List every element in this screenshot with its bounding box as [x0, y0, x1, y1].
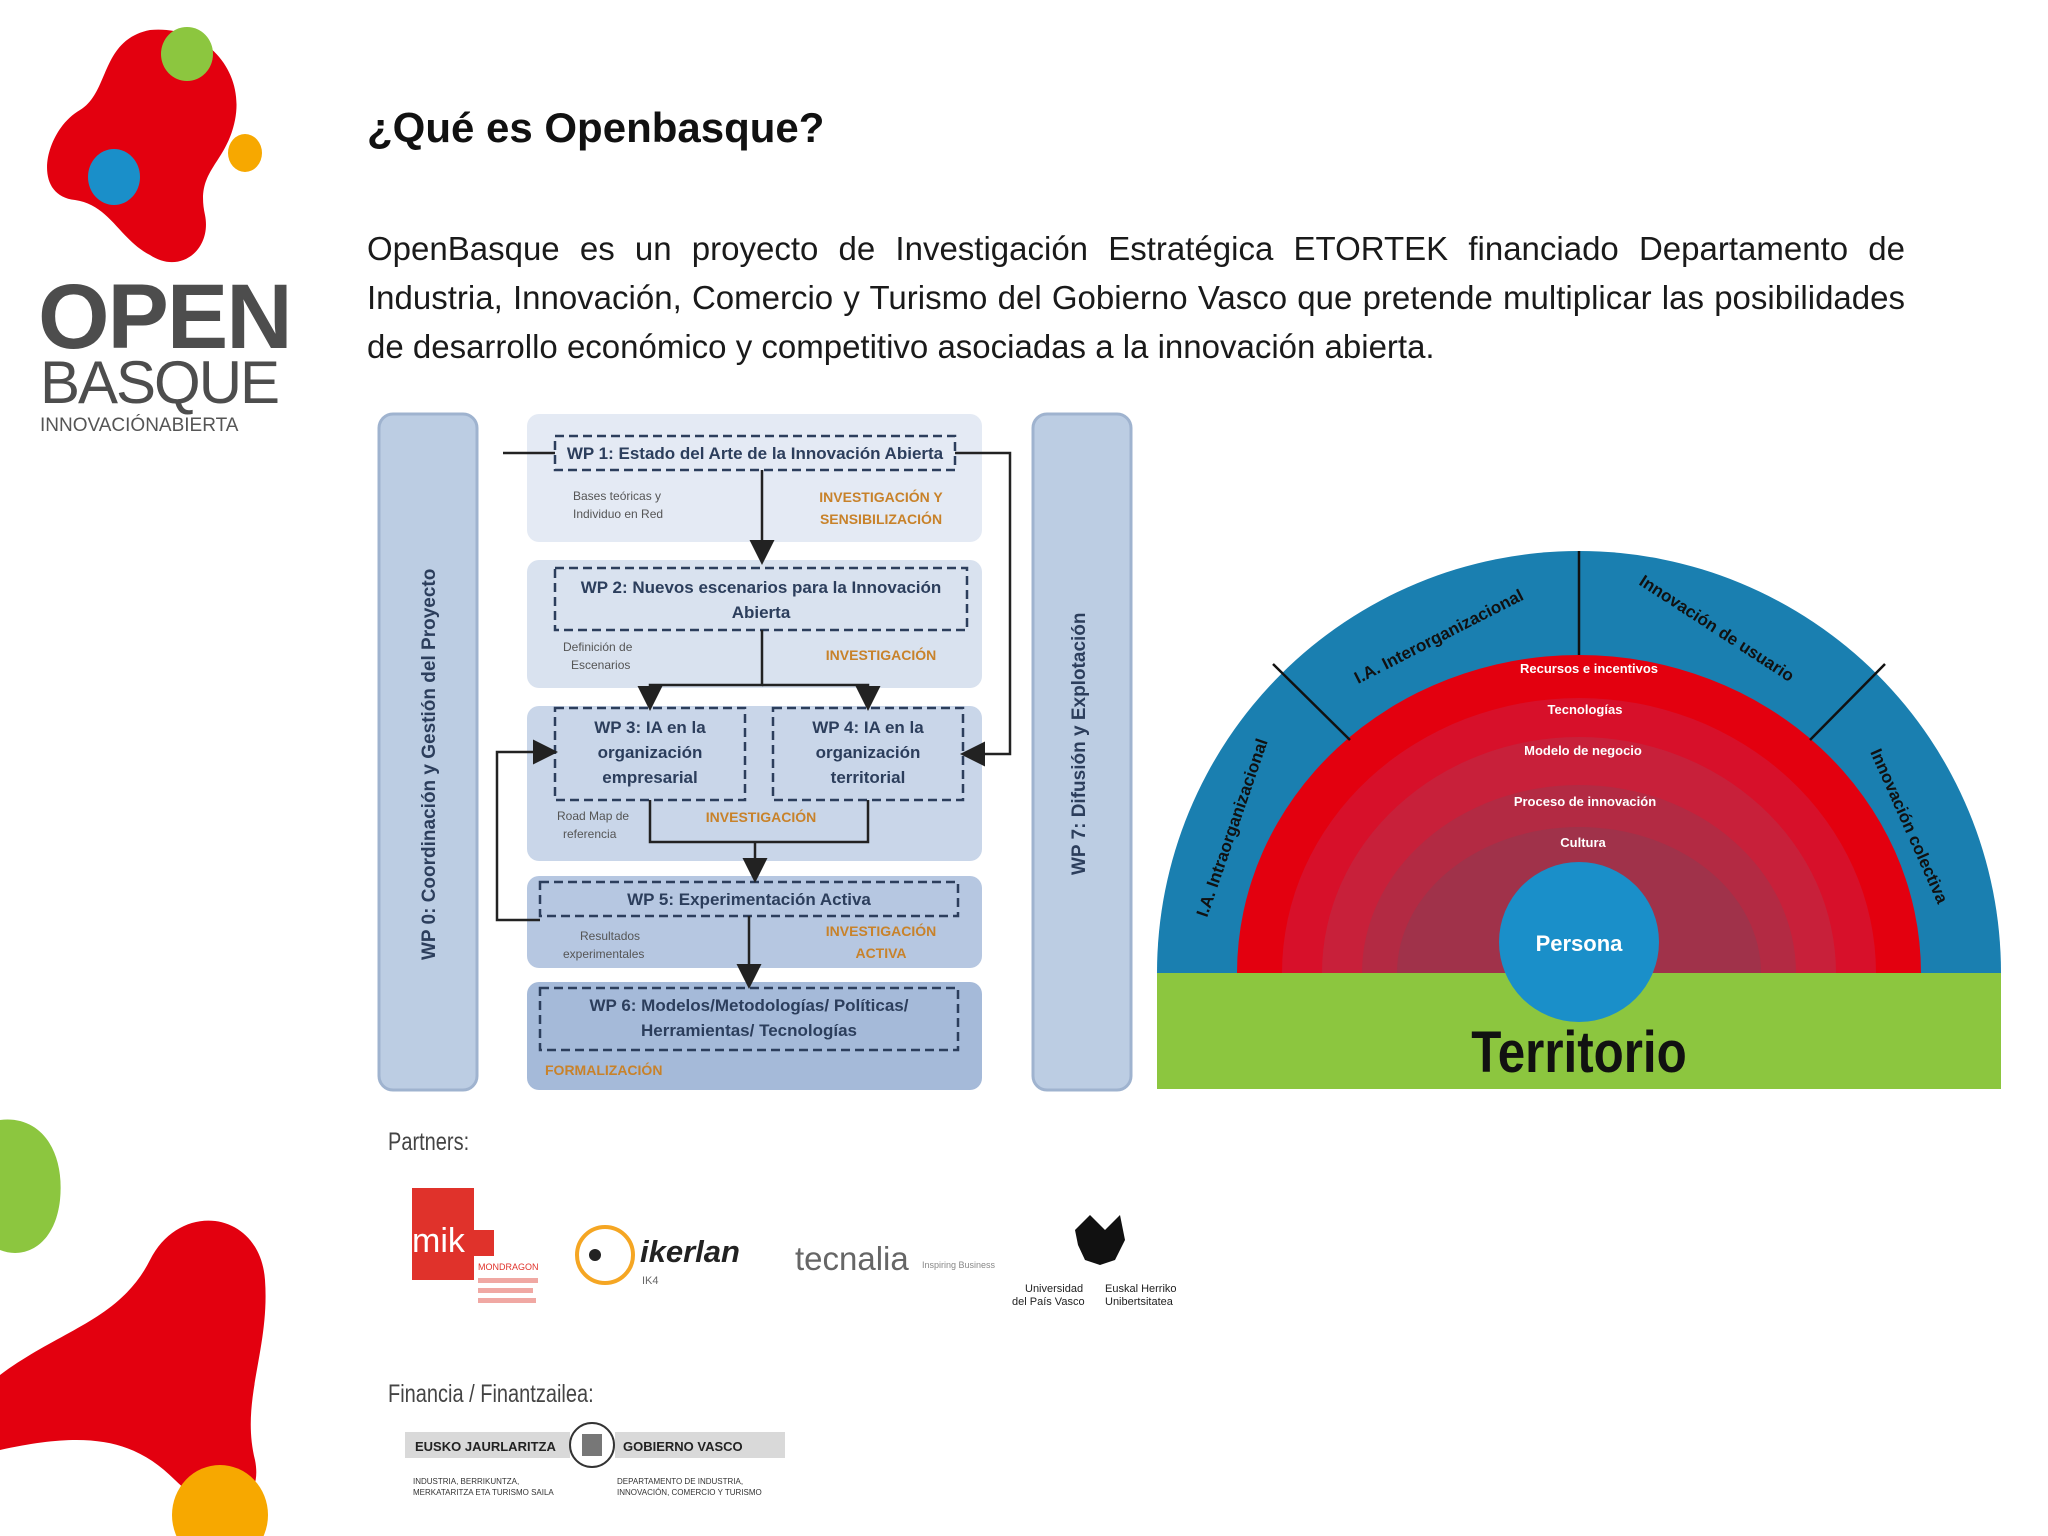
gv-right-sub-2: INNOVACIÓN, COMERCIO Y TURISMO: [617, 1488, 762, 1497]
gv-left-sub-2: MERKATARITZA ETA TURISMO SAILA: [413, 1488, 554, 1497]
persona-label: Persona: [1536, 931, 1624, 956]
orange-blob-left: [172, 1465, 268, 1536]
logo-orange-blob: [228, 134, 262, 172]
partner-logos: mik MONDRAGON ikerlan IK4 tecnalia Inspi…: [412, 1188, 1177, 1308]
red-blob-left: [0, 1220, 266, 1505]
green-blob-left: [0, 1119, 61, 1253]
wp5-note-1: Resultados: [580, 929, 640, 943]
gv-right-title: GOBIERNO VASCO: [623, 1439, 743, 1454]
wp6-title-2: Herramientas/ Tecnologías: [641, 1021, 857, 1040]
ikerlan-logo-sub: IK4: [642, 1275, 659, 1287]
gv-right-sub-1: DEPARTAMENTO DE INDUSTRIA,: [617, 1477, 743, 1486]
partners-label: Partners:: [388, 1128, 470, 1156]
wp1-panel: [527, 414, 982, 542]
wp5-note-2: experimentales: [563, 947, 644, 961]
wp7-column: [1031, 412, 1133, 1092]
decorative-blobs: [0, 1119, 268, 1536]
upv-ehu-logo: Universidad del País Vasco Euskal Herrik…: [1012, 1215, 1177, 1308]
wp1-note-2: Individuo en Red: [573, 507, 663, 521]
logo-red-shape: [47, 29, 237, 263]
wp2-title-2: Abierta: [732, 603, 791, 622]
ehu-text-1: Euskal Herriko: [1105, 1283, 1177, 1295]
wp3-title-1: WP 3: IA en la: [594, 718, 706, 737]
upv-text-2: del País Vasco: [1012, 1296, 1085, 1308]
logo-blue-blob: [88, 149, 140, 205]
wp1-tag-2: SENSIBILIZACIÓN: [820, 510, 942, 527]
flow-arrows: [495, 451, 1012, 989]
wp6-box: [538, 986, 960, 1052]
wp1-note-1: Bases teóricas y: [573, 489, 661, 503]
persona-circle: [1499, 862, 1659, 1022]
wp7-label: WP 7: Difusión y Explotación: [1069, 612, 1090, 875]
wp34-note-2: referencia: [563, 827, 617, 841]
mik-logo: mik MONDRAGON: [412, 1188, 539, 1303]
tecnalia-logo-sub: Inspiring Business: [922, 1260, 996, 1270]
ring-label-recursos: Recursos e incentivos: [1520, 661, 1658, 676]
wp4-title-3: territorial: [831, 768, 906, 787]
ring-label-modelo: Modelo de negocio: [1524, 743, 1642, 758]
intro-paragraph: OpenBasque es un proyecto de Investigaci…: [367, 230, 1905, 365]
openbasque-logo: OPEN BASQUE INNOVACIÓNABIERTA: [38, 27, 293, 436]
wp2-note-1: Definición de: [563, 640, 633, 654]
ring-label-proceso: Proceso de innovación: [1514, 794, 1656, 809]
wp34-note-1: Road Map de: [557, 809, 629, 823]
wp4-title-1: WP 4: IA en la: [812, 718, 924, 737]
ikerlan-logo-text: ikerlan: [640, 1234, 740, 1269]
wp1-box: [553, 434, 957, 472]
wp2-title-1: WP 2: Nuevos escenarios para la Innovaci…: [581, 578, 942, 597]
ehu-text-2: Unibertsitatea: [1105, 1296, 1174, 1308]
wp3-title-3: empresarial: [602, 768, 697, 787]
wp6-tag: FORMALIZACIÓN: [545, 1061, 662, 1078]
wp5-tag-1: INVESTIGACIÓN: [826, 922, 936, 939]
wp5-panel: [527, 876, 982, 968]
wp0-label: WP 0: Coordinación y Gestión del Proyect…: [419, 569, 440, 960]
workflow-diagram: WP 0: Coordinación y Gestión del Proyect…: [377, 412, 1133, 1092]
slide-title: ¿Qué es Openbasque?: [367, 104, 825, 151]
wp3-title-2: organización: [598, 743, 703, 762]
gv-left-sub-1: INDUSTRIA, BERRIKUNTZA,: [413, 1477, 519, 1486]
financia-label: Financia / Finantzailea:: [388, 1380, 594, 1408]
wp1-title: WP 1: Estado del Arte de la Innovación A…: [567, 444, 944, 463]
wp4-title-2: organización: [816, 743, 921, 762]
logo-word-open: OPEN: [38, 266, 291, 368]
tecnalia-logo: tecnalia Inspiring Business: [795, 1240, 996, 1277]
wp6-panel: [527, 982, 982, 1090]
gv-left-title: EUSKO JAURLARITZA: [415, 1439, 556, 1454]
wp5-tag-2: ACTIVA: [855, 945, 906, 961]
wp4-box: [771, 706, 965, 802]
wp2-note-2: Escenarios: [571, 658, 630, 672]
wp34-tag: INVESTIGACIÓN: [706, 808, 816, 825]
wp1-tag-1: INVESTIGACIÓN Y: [819, 488, 943, 505]
logo-word-basque: BASQUE: [40, 349, 278, 416]
wp5-title: WP 5: Experimentación Activa: [627, 890, 871, 909]
wp2-panel: [527, 560, 982, 688]
logo-green-blob: [161, 27, 213, 81]
tecnalia-logo-text: tecnalia: [795, 1240, 909, 1277]
mik-logo-text: mik: [412, 1222, 466, 1260]
ring-label-tecnologias: Tecnologías: [1548, 702, 1623, 717]
gobierno-vasco-logo: EUSKO JAURLARITZA GOBIERNO VASCO INDUSTR…: [405, 1422, 785, 1497]
upv-text-1: Universidad: [1025, 1283, 1083, 1295]
wp2-tag: INVESTIGACIÓN: [826, 646, 936, 663]
logo-tagline: INNOVACIÓNABIERTA: [40, 414, 239, 436]
ring-label-cultura: Cultura: [1560, 835, 1606, 850]
wp0-column: [377, 412, 479, 1092]
innovation-model-diagram: I.A. Intraorganizacional I.A. Interorgan…: [1157, 551, 2001, 1089]
mik-logo-sub: MONDRAGON: [478, 1262, 539, 1272]
ikerlan-logo: ikerlan IK4: [575, 1225, 740, 1287]
territorio-label: Territorio: [1471, 1020, 1686, 1085]
sector-dividers: [1272, 551, 1886, 741]
wp6-title-1: WP 6: Modelos/Metodologías/ Políticas/: [590, 996, 909, 1015]
